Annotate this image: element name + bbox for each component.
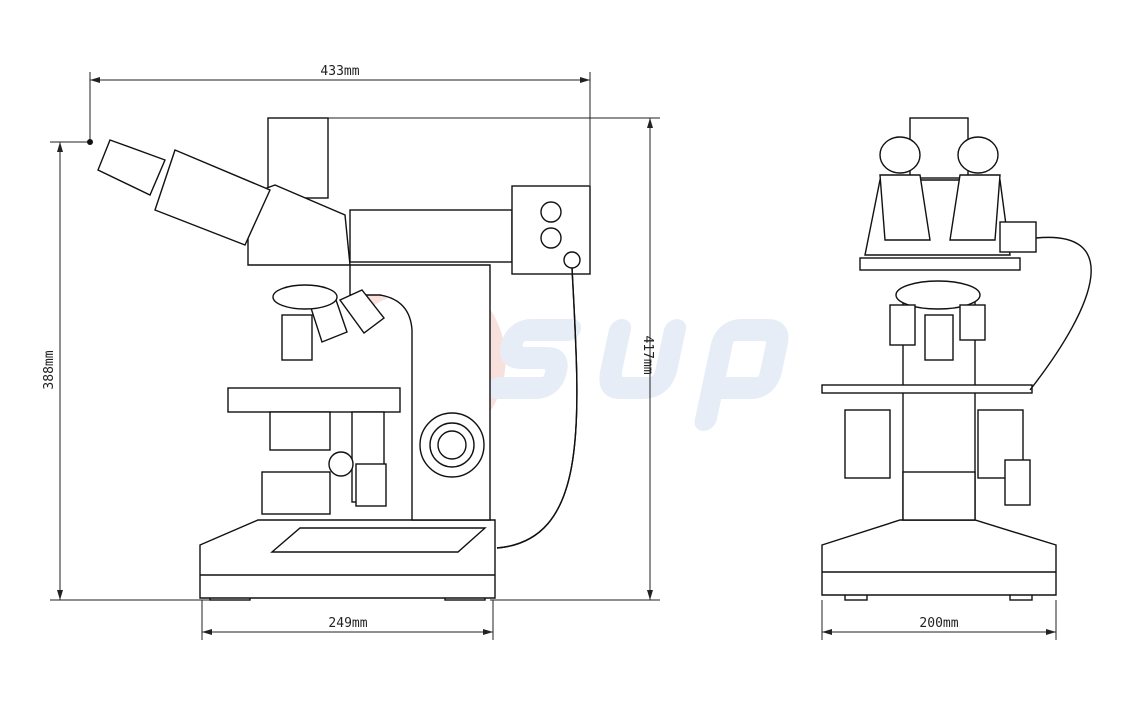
- dimension-label-433: 433mm: [320, 64, 359, 79]
- dimension-388: 388mm: [42, 139, 210, 601]
- microscope-front-view: [821, 117, 1092, 601]
- dimension-433: 433mm: [89, 64, 591, 185]
- microscope-side-view: [97, 117, 591, 601]
- dimension-label-417: 417mm: [640, 335, 655, 374]
- dimension-249: 249mm: [201, 600, 494, 640]
- dimension-200: 200mm: [821, 600, 1057, 640]
- dimension-label-388: 388mm: [42, 350, 57, 389]
- dimension-label-200: 200mm: [919, 616, 958, 631]
- dimension-417: 417mm: [300, 117, 660, 601]
- dimension-label-249: 249mm: [328, 616, 367, 631]
